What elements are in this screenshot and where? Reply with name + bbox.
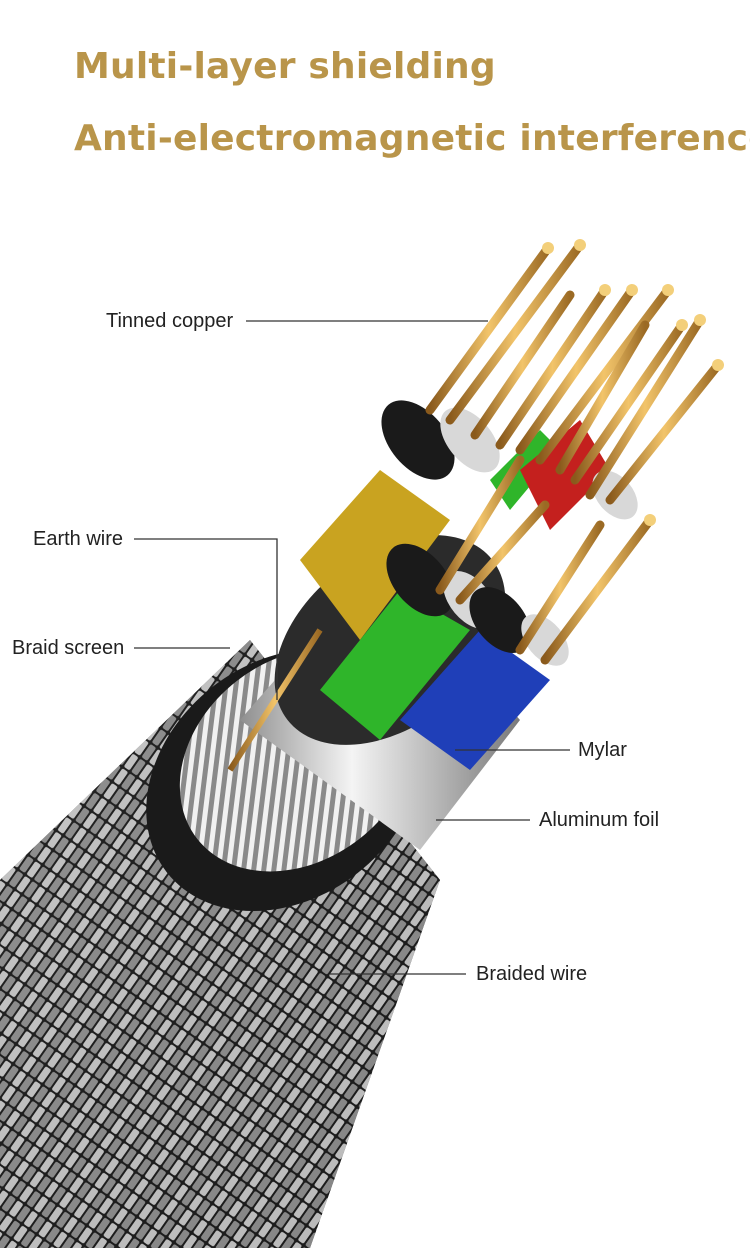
copper-strands — [425, 240, 723, 665]
callout-mylar: Mylar — [578, 739, 627, 761]
wire-pair-yellow — [300, 400, 500, 640]
wire-pair-blue — [400, 587, 569, 770]
earth-wire-leader — [134, 538, 278, 700]
callout-aluminum-foil: Aluminum foil — [539, 809, 660, 831]
callout-lines — [134, 320, 570, 975]
callout-earth-wire: Earth wire — [33, 528, 124, 550]
callout-braid-screen: Braid screen — [12, 637, 125, 659]
callout-braided-wire: Braided wire — [476, 963, 588, 985]
earth-wire-strand — [227, 628, 323, 772]
headline-shielding: Multi-layer shielding — [74, 46, 496, 87]
headline-interference: Anti-electromagnetic interference — [74, 118, 750, 159]
strand-tips — [542, 239, 724, 526]
callout-tinned-copper: Tinned copper — [106, 310, 234, 332]
